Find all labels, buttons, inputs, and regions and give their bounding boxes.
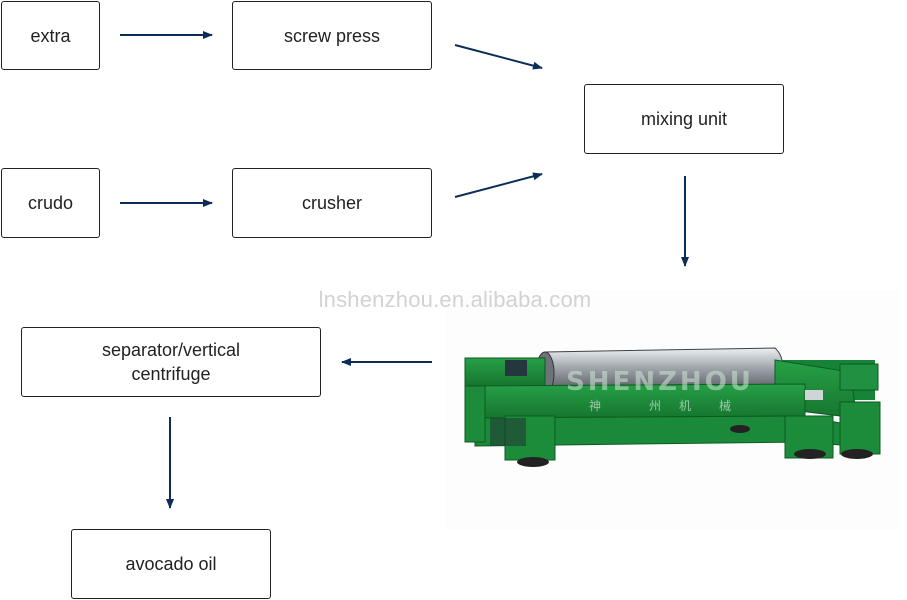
node-crusher-label: crusher	[301, 193, 363, 213]
decanter-centrifuge-image: SHENZHOU 神 州 机 械	[445, 290, 900, 530]
machine-chinese-char-4: 械	[719, 398, 731, 413]
node-avocado-oil-label: avocado oil	[125, 554, 217, 574]
node-crusher: crusher	[232, 168, 432, 238]
watermark-text: lnshenzhou.en.alibaba.com	[318, 287, 592, 312]
node-separator: separator/vertical centrifuge	[21, 327, 321, 397]
node-separator-label-line1: separator/vertical	[101, 340, 241, 360]
node-avocado-oil: avocado oil	[71, 529, 271, 599]
node-screw-press: screw press	[232, 1, 432, 70]
node-separator-label-line2: centrifuge	[131, 364, 211, 384]
node-extra-label: extra	[30, 25, 71, 46]
arrow-crusher-to-mixing	[454, 172, 543, 198]
machine-chinese-char-1: 神	[589, 399, 601, 413]
machine-chinese-char-3: 机	[679, 399, 691, 413]
node-mixing-unit-label: mixing unit	[640, 109, 728, 129]
node-crudo-label: crudo	[27, 193, 74, 213]
node-extra: extra	[1, 1, 100, 70]
arrow-screw-press-to-mixing	[454, 44, 543, 70]
node-screw-press-label: screw press	[283, 25, 381, 46]
node-crudo: crudo	[1, 168, 100, 238]
machine-chinese-char-2: 州	[649, 399, 661, 413]
machine-brand-text: SHENZHOU	[566, 367, 754, 397]
node-mixing-unit: mixing unit	[584, 84, 784, 154]
